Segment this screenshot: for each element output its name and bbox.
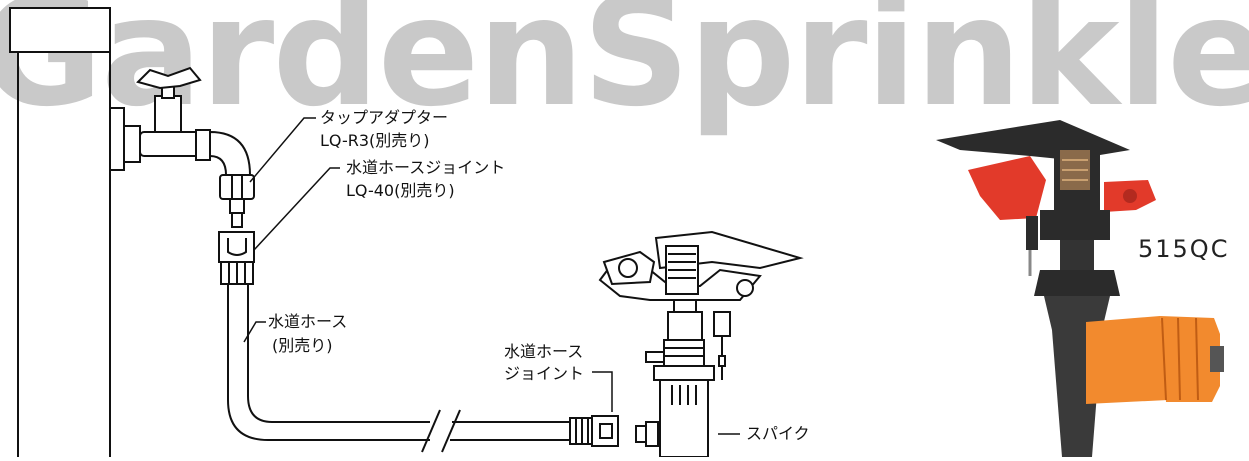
label-hose-joint: 水道ホースジョイント (346, 158, 506, 177)
hose-joint-upper (218, 231, 255, 285)
label-tap-adapter: タップアダプター (320, 108, 449, 127)
leader-tap-adapter (249, 117, 316, 183)
product-photo (936, 120, 1224, 457)
label-hose-joint2-line2: ジョイント (504, 364, 585, 383)
label-hose: 水道ホース (268, 312, 348, 331)
label-hose-note: (別売り) (272, 336, 333, 355)
product-model-label: 515QC (1138, 235, 1230, 263)
banner-watermark: GardenSprinkler (0, 0, 1249, 140)
label-tap-adapter-model: LQ-R3(別売り) (320, 131, 430, 150)
faucet (109, 66, 255, 228)
label-hose-joint-model: LQ-40(別売り) (346, 181, 455, 200)
label-spike: スパイク (746, 424, 810, 443)
leader-hose (243, 321, 266, 343)
leader-hose-joint (253, 167, 340, 251)
leader-lines (243, 117, 740, 435)
label-hose-joint2-line1: 水道ホース (504, 342, 584, 361)
hose-joint-lower (569, 415, 659, 447)
hose (227, 284, 570, 453)
leader-hose-joint2 (592, 371, 613, 412)
sprinkler-drawing (598, 230, 804, 458)
